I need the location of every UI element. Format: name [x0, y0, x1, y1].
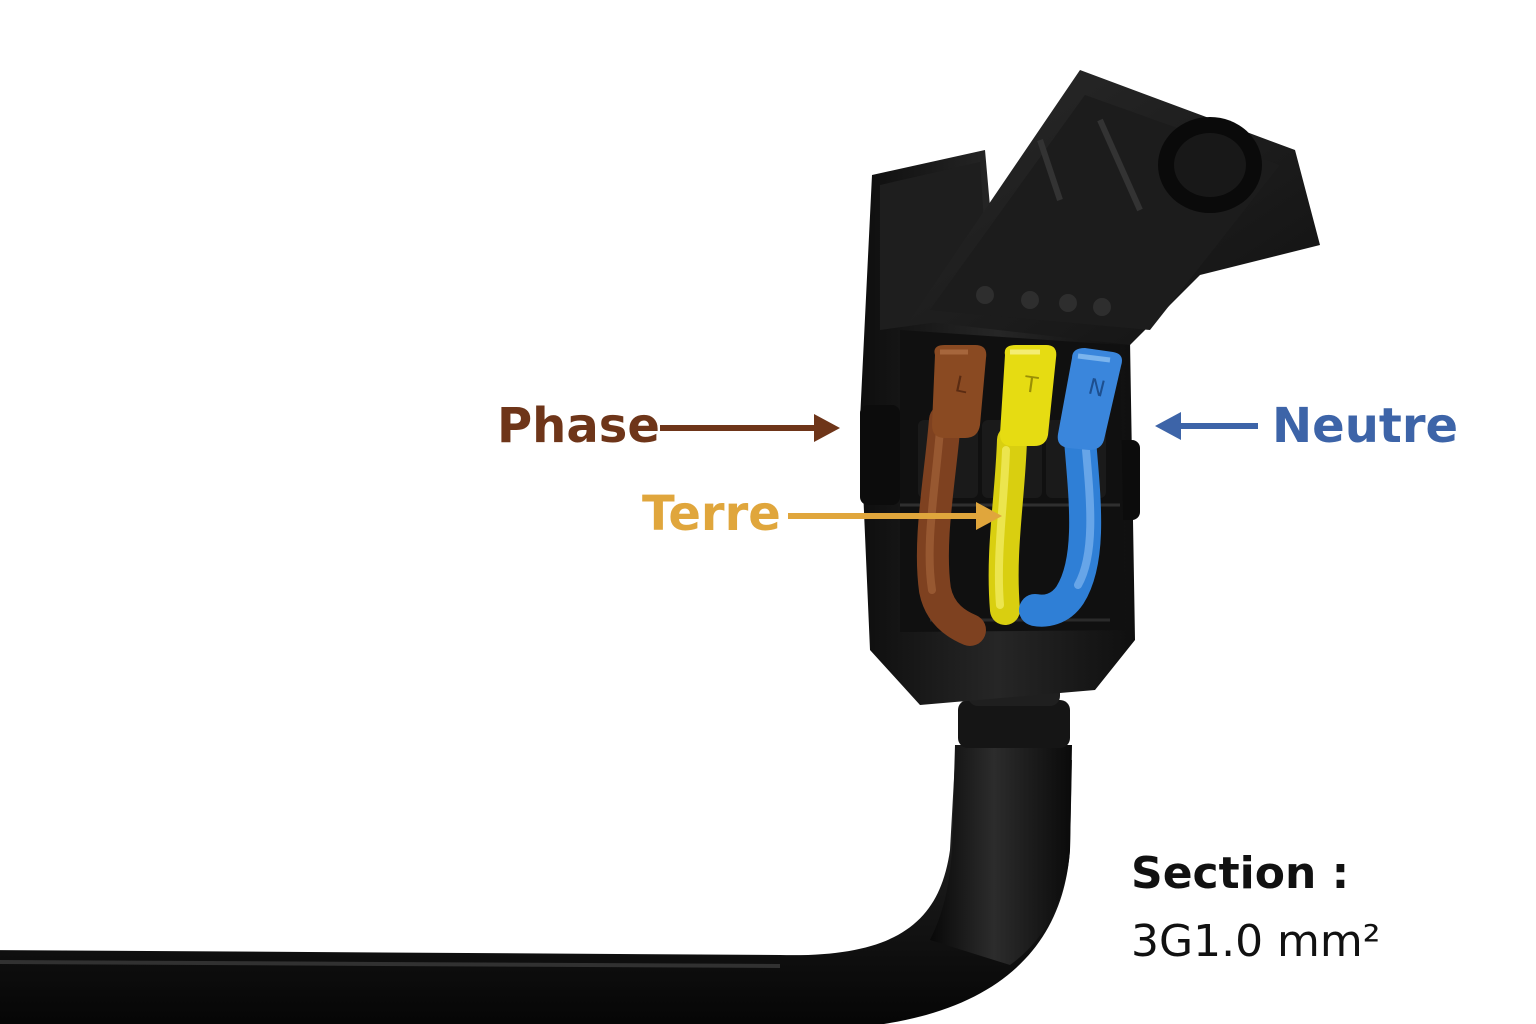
wire-neutre: N: [1019, 348, 1122, 627]
arrow-phase: [660, 414, 840, 442]
connector-lid: [910, 70, 1320, 345]
label-neutre: Neutre: [1272, 398, 1459, 454]
wire-mark-neutre: N: [1086, 375, 1108, 403]
wire-terre: T: [988, 345, 1057, 625]
arrow-terre: [788, 502, 1002, 530]
section-title: Section :: [1131, 848, 1350, 899]
wire-mark-terre: T: [1022, 372, 1040, 399]
label-phase: Phase: [497, 398, 660, 454]
label-terre: Terre: [642, 486, 781, 542]
section-value: 3G1.0 mm²: [1131, 916, 1381, 967]
power-cable: [0, 745, 1072, 1024]
arrow-neutre: [1155, 412, 1258, 440]
